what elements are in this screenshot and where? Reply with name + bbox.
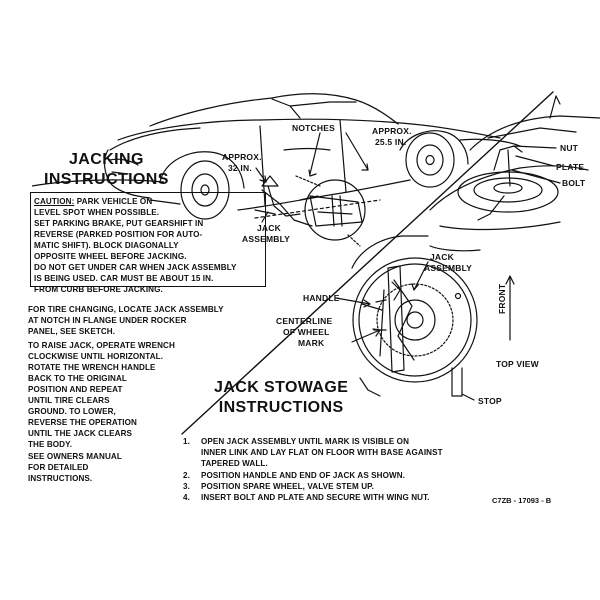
approx-rear-label-2: 25.5 IN. — [375, 137, 407, 147]
caution-text-2: DO NOT GET UNDER CAR WHEN JACK ASSEMBLY … — [34, 263, 237, 294]
centerline-label-3: MARK — [298, 338, 325, 348]
centerline-label-2: OF WHEEL — [283, 327, 330, 337]
caution-text: CAUTION: PARK VEHICLE ON LEVEL SPOT WHEN… — [34, 196, 203, 262]
raise-jack-text: TO RAISE JACK, OPERATE WRENCH CLOCKWISE … — [28, 341, 175, 449]
stop-label: STOP — [478, 396, 502, 406]
notch-detail-illustration — [295, 175, 366, 247]
owners-manual-text: SEE OWNERS MANUAL FOR DETAILED INSTRUCTI… — [28, 452, 122, 483]
title-underline — [31, 179, 165, 187]
approx-front-label-2: 32 IN. — [228, 163, 252, 173]
notches-label: NOTCHES — [292, 123, 335, 133]
caution-body: PARK VEHICLE ON LEVEL SPOT WHEN POSSIBLE… — [34, 197, 204, 261]
jacking-title-line1: JACKING — [69, 151, 144, 168]
stowage-title-line1: JACK STOWAGE — [214, 379, 349, 396]
front-wheel — [180, 160, 230, 220]
jack-under-car-illustration — [254, 132, 369, 227]
centerline-label-1: CENTERLINE — [276, 316, 333, 326]
stowage-steps: 1. OPEN JACK ASSEMBLY UNTIL MARK IS VISI… — [183, 436, 443, 503]
stowage-step: 1. OPEN JACK ASSEMBLY UNTIL MARK IS VISI… — [183, 436, 443, 470]
top-view-label: TOP VIEW — [496, 359, 539, 369]
caution-box — [30, 192, 266, 287]
approx-rear-label-1: APPROX. — [372, 126, 412, 136]
jack-label-2: ASSEMBLY — [242, 234, 291, 244]
step-number: 1. — [183, 437, 190, 446]
step-text: INSERT BOLT AND PLATE AND SECURE WITH WI… — [201, 493, 430, 503]
bolt-label: BOLT — [562, 178, 586, 188]
stowage-step: 4. INSERT BOLT AND PLATE AND SECURE WITH… — [183, 492, 443, 503]
stowage-step: 2. POSITION HANDLE AND END OF JACK AS SH… — [183, 470, 443, 481]
stowage-wheel-illustration — [335, 235, 515, 401]
step-text: OPEN JACK ASSEMBLY UNTIL MARK IS VISIBLE… — [201, 437, 443, 469]
jacking-title: JACKING INSTRUCTIONS — [44, 150, 169, 189]
stowage-title-line2: INSTRUCTIONS — [218, 398, 344, 416]
front-label: FRONT — [497, 283, 507, 314]
stowage-step: 3. POSITION SPARE WHEEL, VALVE STEM UP. — [183, 481, 443, 492]
spare-tire — [457, 171, 559, 213]
nut-label: NUT — [560, 143, 579, 153]
step-number: 4. — [183, 493, 190, 503]
approx-front-label-1: APPROX. — [222, 152, 262, 162]
locate-jack-text: FOR TIRE CHANGING, LOCATE JACK ASSEMBLY … — [28, 305, 224, 336]
caution-label: CAUTION: — [34, 197, 75, 206]
stowage-title: JACK STOWAGE INSTRUCTIONS — [214, 378, 348, 417]
jacking-title-line2: INSTRUCTIONS — [44, 170, 169, 188]
part-number: C7ZB - 17093 - B — [492, 496, 552, 505]
handle-label: HANDLE — [303, 293, 340, 303]
step-text: POSITION SPARE WHEEL, VALVE STEM UP. — [201, 481, 374, 491]
trunk-spare-illustration — [429, 95, 600, 252]
step-number: 2. — [183, 470, 190, 480]
stowage-jack-label-2: ASSEMBLY — [424, 263, 473, 273]
rear-wheel — [405, 132, 455, 188]
wheel-outer-rim — [352, 257, 478, 383]
car-side-illustration — [103, 93, 521, 220]
step-number: 3. — [183, 481, 190, 491]
jack-label-1: JACK — [257, 223, 281, 233]
step-text: POSITION HANDLE AND END OF JACK AS SHOWN… — [201, 470, 406, 480]
plate-label: PLATE — [556, 162, 585, 172]
diagonal-divider — [181, 91, 554, 435]
stowage-jack-label-1: JACK — [430, 252, 454, 262]
